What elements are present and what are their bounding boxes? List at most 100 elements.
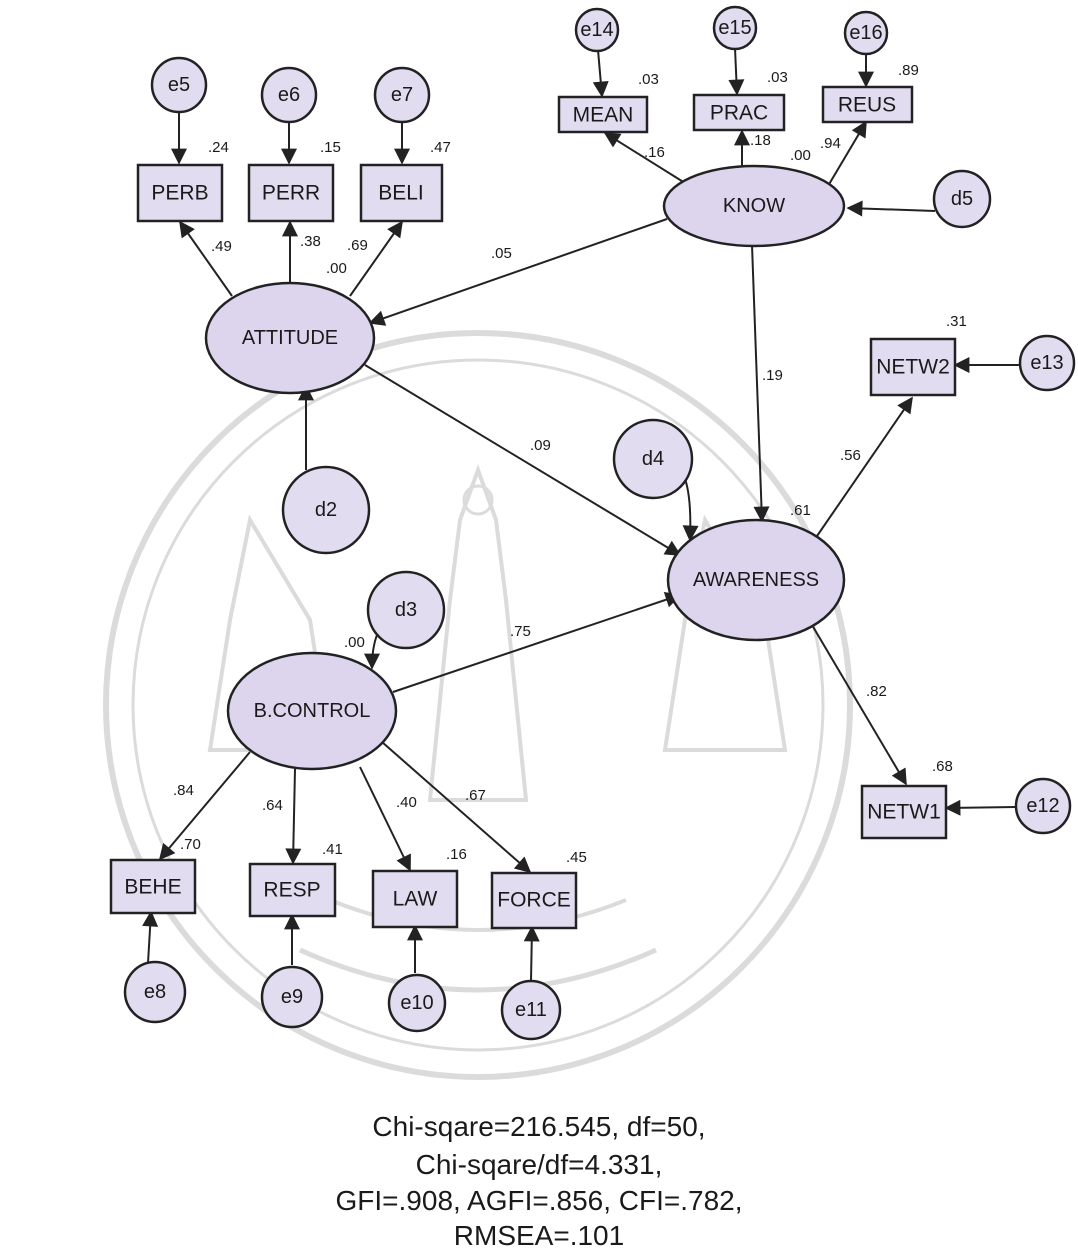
- node-law: [371, 869, 459, 929]
- coef-bc-var: .00: [344, 634, 365, 651]
- label-attitude: ATTITUDE: [242, 327, 338, 349]
- node-beli: [359, 163, 444, 223]
- node-e8: [123, 960, 187, 1024]
- coef-r2-law: .16: [446, 846, 467, 863]
- fit-line-2: Chi-sqare/df=4.331,: [415, 1149, 663, 1180]
- label-resp: RESP: [263, 879, 320, 902]
- label-perr: PERR: [262, 182, 320, 205]
- node-e11: [500, 979, 562, 1041]
- node-force: [490, 871, 578, 930]
- label-know: KNOW: [723, 195, 785, 217]
- label-d3: d3: [395, 599, 417, 621]
- node-bcontrol: [226, 651, 398, 771]
- coef-r2-resp: .41: [322, 841, 343, 858]
- node-resp: [248, 862, 337, 918]
- node-prac: [692, 93, 786, 132]
- label-e7: e7: [391, 84, 413, 106]
- coef-load-beli: .69: [347, 237, 368, 254]
- node-e7: [373, 66, 431, 124]
- label-reus: REUS: [838, 94, 896, 117]
- coef-load-reus: .94: [820, 135, 841, 152]
- label-d4: d4: [642, 448, 664, 470]
- fit-line-3: GFI=.908, AGFI=.856, CFI=.782,: [335, 1185, 743, 1216]
- node-e14: [574, 7, 620, 53]
- coef-know-var: .00: [790, 147, 811, 164]
- node-e15: [712, 5, 758, 51]
- coef-r2-perr: .15: [320, 139, 341, 156]
- label-e5: e5: [168, 74, 190, 96]
- coef-load-netw2: .56: [840, 447, 861, 464]
- label-e10: e10: [400, 992, 433, 1014]
- label-force: FORCE: [497, 889, 571, 912]
- node-e9: [260, 965, 324, 1029]
- node-e13: [1018, 334, 1076, 392]
- node-e16: [843, 10, 889, 56]
- coef-know-att: .05: [491, 245, 512, 262]
- label-perb: PERB: [151, 182, 208, 205]
- label-e13: e13: [1030, 352, 1063, 374]
- university-seal-watermark: [103, 330, 853, 1080]
- label-law: LAW: [393, 888, 438, 911]
- coef-load-perb: .49: [211, 238, 232, 255]
- coef-load-force: .67: [465, 787, 486, 804]
- node-d5: [932, 169, 992, 229]
- coef-load-law: .40: [396, 794, 417, 811]
- label-d2: d2: [315, 499, 337, 521]
- node-behe: [109, 858, 197, 915]
- coef-know-aware: .19: [762, 367, 783, 384]
- coef-r2-behe: .70: [180, 836, 201, 853]
- coef-load-perr: .38: [300, 233, 321, 250]
- latent-variables: [204, 164, 846, 771]
- coef-load-netw1: .82: [866, 683, 887, 700]
- node-perr: [247, 163, 335, 223]
- coef-r2-reus: .89: [898, 62, 919, 79]
- label-e16: e16: [849, 22, 882, 44]
- path-arrows: [142, 47, 1020, 982]
- node-perb: [136, 163, 224, 223]
- label-netw1: NETW1: [867, 801, 941, 824]
- node-e5: [150, 56, 208, 114]
- coef-r2-beli: .47: [430, 139, 451, 156]
- coef-load-prac: .18: [750, 132, 771, 149]
- label-e12: e12: [1026, 795, 1059, 817]
- label-beli: BELI: [378, 182, 424, 205]
- coef-r2-netw1: .68: [932, 758, 953, 775]
- node-reus: [821, 85, 914, 124]
- coef-att-aware: .09: [530, 437, 551, 454]
- node-d3: [366, 570, 446, 650]
- coef-load-resp: .64: [262, 797, 283, 814]
- node-d4: [612, 418, 694, 500]
- label-bcontrol: B.CONTROL: [254, 700, 371, 722]
- node-awareness: [666, 518, 846, 642]
- fit-line-4: RMSEA=.101: [453, 1220, 625, 1251]
- label-e15: e15: [718, 17, 751, 39]
- coef-r2-force: .45: [566, 849, 587, 866]
- coef-r2-prac: .03: [767, 69, 788, 86]
- observed-variables: [109, 85, 957, 930]
- label-awareness: AWARENESS: [693, 569, 819, 591]
- label-e14: e14: [580, 19, 613, 41]
- node-netw1: [860, 784, 948, 840]
- label-prac: PRAC: [710, 102, 768, 125]
- node-know: [662, 164, 846, 248]
- fit-line-1: Chi-sqare=216.545, df=50,: [372, 1111, 706, 1142]
- node-e12: [1014, 777, 1072, 835]
- label-netw2: NETW2: [876, 356, 950, 379]
- node-attitude: [204, 281, 376, 395]
- coef-att-var: .00: [326, 260, 347, 277]
- node-netw2: [869, 337, 957, 397]
- node-d2: [281, 465, 371, 555]
- error-terms: [123, 5, 1076, 1041]
- coef-r2-netw2: .31: [946, 313, 967, 330]
- label-d5: d5: [951, 188, 973, 210]
- node-e10: [387, 973, 447, 1033]
- coef-bc-aware: .75: [510, 623, 531, 640]
- label-behe: BEHE: [124, 876, 181, 899]
- label-e9: e9: [281, 986, 303, 1008]
- label-e6: e6: [278, 84, 300, 106]
- coef-r2-aware: .61: [790, 502, 811, 519]
- node-mean: [557, 95, 649, 134]
- label-e11: e11: [515, 999, 547, 1021]
- label-e8: e8: [144, 981, 166, 1003]
